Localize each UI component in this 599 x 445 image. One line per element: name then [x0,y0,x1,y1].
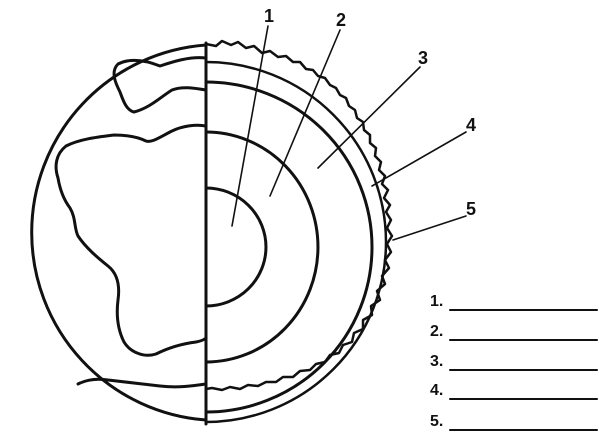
callout-label-1: 1 [264,6,274,26]
callout-label-4: 4 [466,115,476,135]
answer-label-2: 2. [430,323,443,340]
answer-label-1: 1. [430,293,443,310]
continent-main [56,125,206,355]
answer-label-4: 4. [430,382,443,399]
callout-label-2: 2 [336,10,346,30]
upper-mantle-boundary [206,62,386,422]
continent-bottom [78,379,206,387]
answer-label-5: 5. [430,413,443,430]
leader-line-5 [393,216,466,240]
answer-label-3: 3. [430,353,443,370]
callout-label-5: 5 [466,199,476,219]
globe-outline [32,45,206,420]
leader-line-3 [318,67,420,168]
outer-core-boundary [206,132,318,362]
leader-line-2 [270,30,340,196]
leader-line-1 [232,26,268,226]
leader-line-4 [372,132,466,186]
callout-label-3: 3 [418,48,428,68]
continent-top [114,58,206,112]
